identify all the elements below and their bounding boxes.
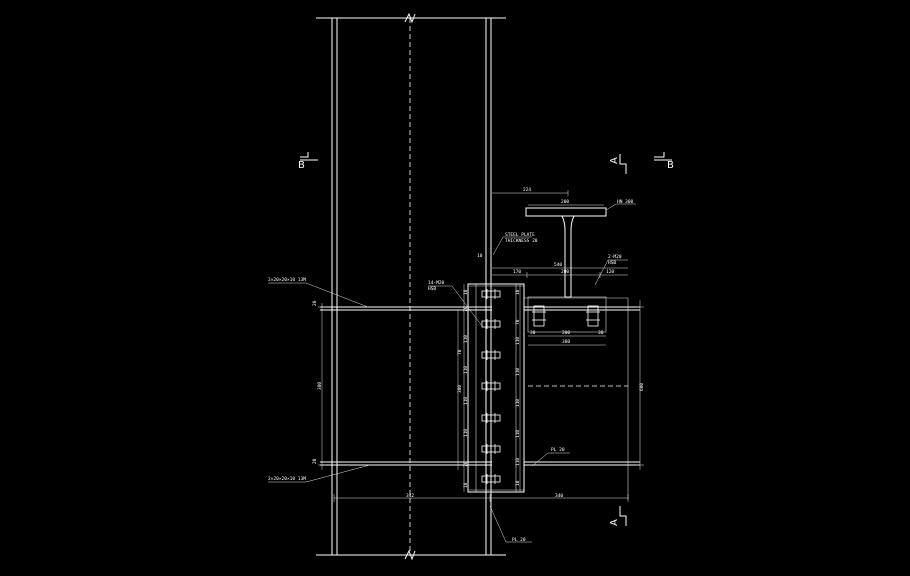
- dimension-label: 540: [554, 262, 562, 268]
- dimension-label: HN 300: [617, 199, 634, 205]
- dimension-label: A: [609, 157, 620, 164]
- end-plate: [467, 283, 525, 493]
- dimension-label: 70: [515, 319, 521, 325]
- column-stiffeners: [320, 306, 492, 466]
- plate-left-dimensions: 10 70 110 110 110 110 70 10 380 70: [457, 284, 469, 492]
- plate-right-dimensions: 10 70 110 110 110 110 110 10: [515, 284, 521, 492]
- weld-note-bottom: 2×20×20×10 13M: [268, 464, 371, 483]
- dimension-label: 340: [555, 493, 563, 499]
- dimension-label: B: [298, 160, 305, 171]
- dimension-label: 2-M20: [608, 254, 622, 260]
- right-height-dimension: 600: [636, 300, 645, 470]
- dimension-label: 70: [457, 349, 463, 355]
- dimension-label: PL 20: [512, 537, 526, 543]
- bolt-4: [481, 381, 501, 391]
- section-mark-b-right: B: [654, 152, 674, 171]
- dimension-label: HSB: [428, 286, 436, 292]
- end-plate-bolts: [481, 289, 501, 484]
- bolt-5: [481, 413, 501, 423]
- beam-flange-plates: 200 380 30 30: [524, 296, 640, 500]
- dimension-label: 70: [463, 306, 469, 312]
- dimension-label: 342: [406, 493, 414, 499]
- bolt-7: [481, 474, 501, 484]
- section-mark-a-top: A: [609, 154, 627, 174]
- dimension-label: 380: [317, 382, 323, 390]
- dimension-label: 380: [457, 385, 463, 393]
- dimension-label: 30: [598, 330, 604, 336]
- dimension-label: 380: [562, 339, 570, 345]
- beam-section: 224 200 HN 300: [492, 187, 636, 298]
- dimension-label: 10: [463, 289, 469, 295]
- dimension-label: 70: [463, 461, 469, 467]
- dimension-label: 110: [463, 397, 469, 405]
- dimension-label: 110: [515, 337, 521, 345]
- dimension-label: 120: [606, 269, 614, 275]
- dimension-label: 10: [477, 253, 483, 259]
- bolt-6: [481, 444, 501, 454]
- dimension-label: 110: [515, 458, 521, 466]
- beam-bolt-1: [532, 305, 546, 327]
- pl-leader-right: PL 20: [531, 447, 570, 467]
- dimension-label: 110: [463, 429, 469, 437]
- pl-leader-bottom: PL 20: [489, 505, 532, 543]
- dimension-label: B: [667, 160, 674, 171]
- dimension-label: PL 20: [551, 447, 565, 453]
- dimension-label: 2×20×20×10 13M: [268, 476, 306, 482]
- dimension-label: 20: [312, 300, 318, 306]
- left-height-dimension: 380 20 20: [312, 300, 326, 470]
- dimension-label: 200: [562, 330, 570, 336]
- dimension-label: 200: [561, 199, 569, 205]
- dimension-label: 2×20×20×10 13M: [268, 277, 306, 283]
- dimension-label: 110: [463, 366, 469, 374]
- weld-note-top: 2×20×20×10 13M: [268, 277, 369, 308]
- dimension-label: A: [609, 519, 620, 526]
- dimension-label: 14-M20: [428, 280, 445, 286]
- dimension-label: 20: [312, 458, 318, 464]
- dimension-label: 10: [515, 480, 521, 486]
- bolt-group-leader: 14-M20 HSB: [428, 280, 483, 327]
- dimension-label: 170: [513, 269, 521, 275]
- dimension-label: 30: [530, 330, 536, 336]
- dimension-label: 10: [515, 289, 521, 295]
- dimension-label: 10: [463, 482, 469, 488]
- dimension-label: HSB: [608, 260, 616, 266]
- beam-bolt-2: [586, 305, 600, 327]
- dimension-label: 600: [639, 383, 645, 391]
- bolt-1: [481, 289, 501, 299]
- bolt-2: [481, 319, 501, 329]
- dimension-label: 200: [561, 269, 569, 275]
- section-mark-b-left: B: [298, 152, 318, 171]
- bolt-3: [481, 350, 501, 360]
- dimension-label: 224: [523, 187, 531, 193]
- bottom-width-dimensions: 342 340: [333, 493, 629, 502]
- dimension-label: THICKNESS 20: [505, 238, 538, 244]
- dimension-label: 110: [515, 430, 521, 438]
- steel-column: [316, 12, 506, 561]
- steel-plate-label: STEEL PLATE THICKNESS 20 10: [477, 232, 538, 259]
- connection-top-dimensions: 540 170 200 120 2-M20 HSB: [492, 254, 628, 286]
- dimension-label: STEEL PLATE: [505, 232, 535, 238]
- dimension-label: 110: [515, 368, 521, 376]
- dimension-label: 110: [515, 399, 521, 407]
- dimension-label: 110: [463, 335, 469, 343]
- section-mark-a-bottom: A: [609, 506, 627, 526]
